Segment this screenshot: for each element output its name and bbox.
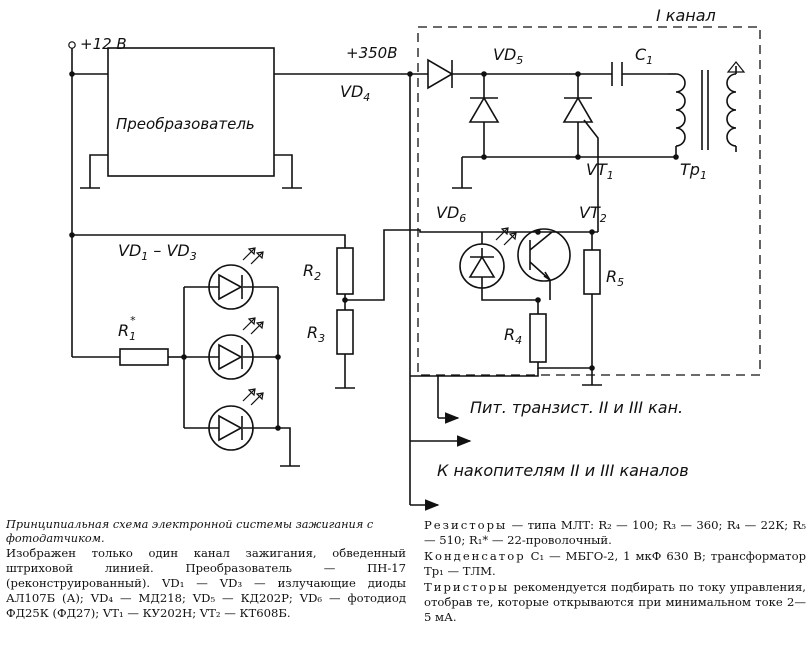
output-transistor-power-label: Пит. транзист. II и III кан. [470,398,683,417]
r1-label: R1* [118,314,136,343]
caption-capacitor-word: Конденсатор [424,549,526,563]
caption-title: Принципиальная схема электронной системы… [6,518,374,545]
vd3-led [184,388,278,451]
vd5-diode [468,74,500,157]
vt1-thyristor [562,74,599,232]
caption-resistors: Резисторы — типа МЛТ: R₂ — 100; R₃ — 360… [424,518,806,548]
caption-thyristors-word: Тиристоры [424,580,510,594]
channel-1-boundary [417,26,761,376]
caption-resistors-word: Резисторы [424,518,508,532]
channel-1-label: I канал [656,6,716,25]
r3-resistor [335,309,355,389]
supply-12v-label: +12 В [80,35,127,53]
hv-350v-label: +350В [346,44,398,62]
caption-thyristors-text: рекомендуется подбирать по току управлен… [424,580,806,624]
vd6-photodiode [459,227,538,301]
r4-resistor [529,300,592,369]
r2-resistor [336,247,354,295]
r2-label: R2 [303,261,321,283]
converter-block: Преобразователь [80,47,302,189]
r4-label: R4 [504,325,522,347]
figure-caption: Принципиальная схема электронной системы… [6,518,806,652]
c1-label: C1 [635,45,653,67]
vd2-led [184,317,278,380]
caption-thyristors: Тиристоры рекомендуется подбирать по ток… [424,580,806,625]
tr1-transformer [668,61,746,157]
r3-label: R3 [307,323,325,345]
vd4-diode [410,58,612,90]
r5-resistor [583,232,601,368]
ignition-schematic: +12 В Преобразователь +350В VD4 К накопи… [68,6,761,511]
tr1-label: Тр1 [680,160,707,182]
vd1-vd3-label: VD1 – VD3 [118,241,197,263]
caption-capacitor: Конденсатор C₁ — МБГО-2, 1 мкФ 630 В; тр… [424,549,806,579]
vd5-label: VD5 [493,45,523,67]
converter-label: Преобразователь [116,115,255,133]
c1-capacitor [611,62,668,86]
vt2-label: VT2 [579,203,607,225]
vd4-label: VD4 [340,82,370,104]
supply-12v-terminal: +12 В [68,35,127,53]
caption-left-column: Принципиальная схема электронной системы… [6,518,406,621]
caption-right-column: Резисторы — типа МЛТ: R₂ — 100; R₃ — 360… [424,518,806,625]
r1-resistor [119,348,169,366]
vt1-label: VT1 [586,160,614,182]
caption-resistors-text: — типа МЛТ: R₂ — 100; R₃ — 360; R₄ — 22К… [424,518,806,547]
output-storage-label: К накопителям II и III каналов [437,461,689,480]
caption-left-text: Изображен только один канал зажигания, о… [6,546,406,620]
vt2-transistor [517,228,571,300]
vd1-led [184,247,278,310]
caption-capacitor-text: C₁ — МБГО-2, 1 мкФ 630 В; трансформатор … [424,549,806,578]
vd6-label: VD6 [436,203,466,225]
r5-label: R5 [606,267,624,289]
